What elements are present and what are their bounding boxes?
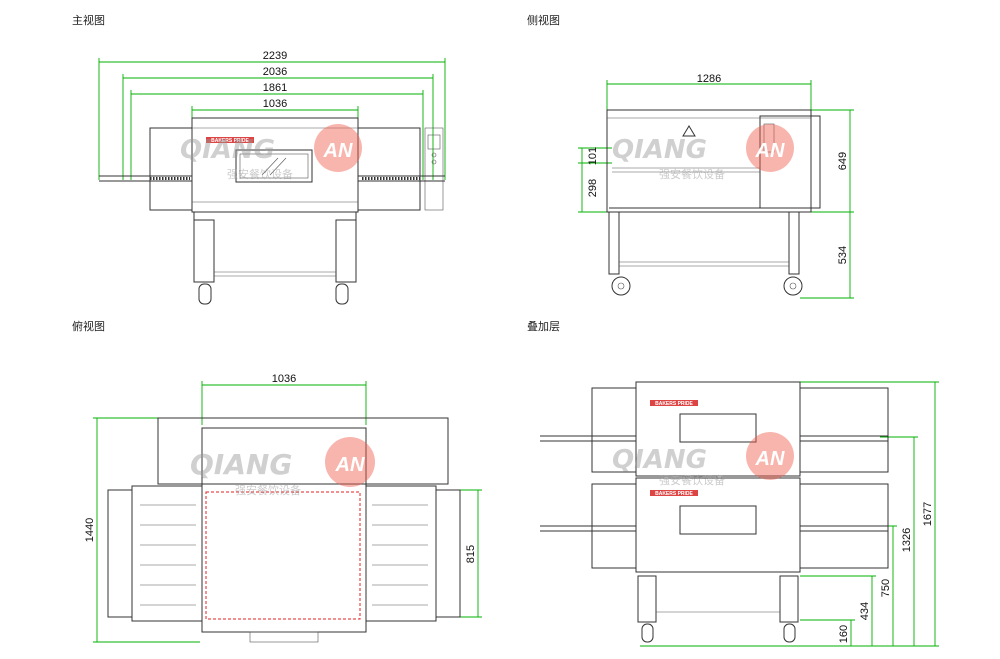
top-dim-815: 815 <box>465 545 477 563</box>
watermark-brand-accent: AN <box>335 454 365 476</box>
watermark-brand: QIANG <box>612 135 707 165</box>
side-dim-101: 101 <box>587 147 599 165</box>
stacked-dim-750: 750 <box>880 579 892 597</box>
front-dim-1861: 1861 <box>263 82 287 94</box>
watermark-subtitle: 强安餐饮设备 <box>235 483 301 497</box>
side-view: 1286 101 298 649 534 <box>578 73 854 299</box>
top-view-title: 俯视图 <box>72 320 105 333</box>
watermark-brand: QIANG <box>190 448 292 481</box>
side-dim-649: 649 <box>837 152 849 170</box>
watermark-subtitle: 强安餐饮设备 <box>659 167 725 181</box>
front-view: 2239 2036 1861 1036 <box>98 50 446 305</box>
top-dim-1036: 1036 <box>272 373 296 385</box>
top-dim-1440: 1440 <box>84 518 96 542</box>
side-dim-534: 534 <box>837 246 849 264</box>
stacked-dimensions: 1677 1326 750 434 160 <box>640 381 939 647</box>
oven-footprint-outline <box>205 491 361 620</box>
side-dim-298: 298 <box>587 179 599 197</box>
top-view: 1036 1440 815 <box>84 373 482 643</box>
watermark-brand-accent: AN <box>323 140 353 162</box>
watermark-subtitle: 强安餐饮设备 <box>227 167 293 181</box>
watermark-subtitle: 强安餐饮设备 <box>659 473 725 487</box>
stacked-view-title: 叠加层 <box>527 320 560 333</box>
front-dimensions: 2239 2036 1861 1036 <box>98 50 446 180</box>
front-view-title: 主视图 <box>72 14 105 27</box>
stacked-dim-1677: 1677 <box>922 502 934 526</box>
side-view-title: 侧视图 <box>527 14 560 27</box>
stacked-lower-brand-plate: BAKERS PRIDE <box>655 491 693 497</box>
stacked-dim-1326: 1326 <box>901 528 913 552</box>
stacked-upper-brand-plate: BAKERS PRIDE <box>655 401 693 407</box>
watermark-front: QIANG AN 强安餐饮设备 <box>180 124 362 181</box>
stacked-view: 1677 1326 750 434 160 BAKERS PRI <box>540 381 939 647</box>
watermark-side: QIANG AN 强安餐饮设备 <box>612 124 794 181</box>
watermark-stacked: QIANG AN 强安餐饮设备 <box>612 432 794 487</box>
side-dimensions: 1286 101 298 649 534 <box>578 73 854 299</box>
watermark-brand-accent: AN <box>755 140 785 162</box>
watermark-brand-accent: AN <box>755 448 785 470</box>
stacked-dim-434: 434 <box>859 602 871 620</box>
front-dim-2239: 2239 <box>263 50 287 62</box>
front-dim-2036: 2036 <box>263 66 287 78</box>
front-brand-plate: BAKERS PRIDE <box>211 138 249 144</box>
watermark-brand: QIANG <box>180 135 275 165</box>
watermark-brand: QIANG <box>612 445 707 475</box>
front-dim-1036: 1036 <box>263 98 287 110</box>
side-dim-1286: 1286 <box>697 73 721 85</box>
watermark-top: QIANG AN 强安餐饮设备 <box>190 437 375 497</box>
stacked-dim-160: 160 <box>838 625 850 643</box>
top-dimensions: 1036 1440 815 <box>84 373 482 643</box>
